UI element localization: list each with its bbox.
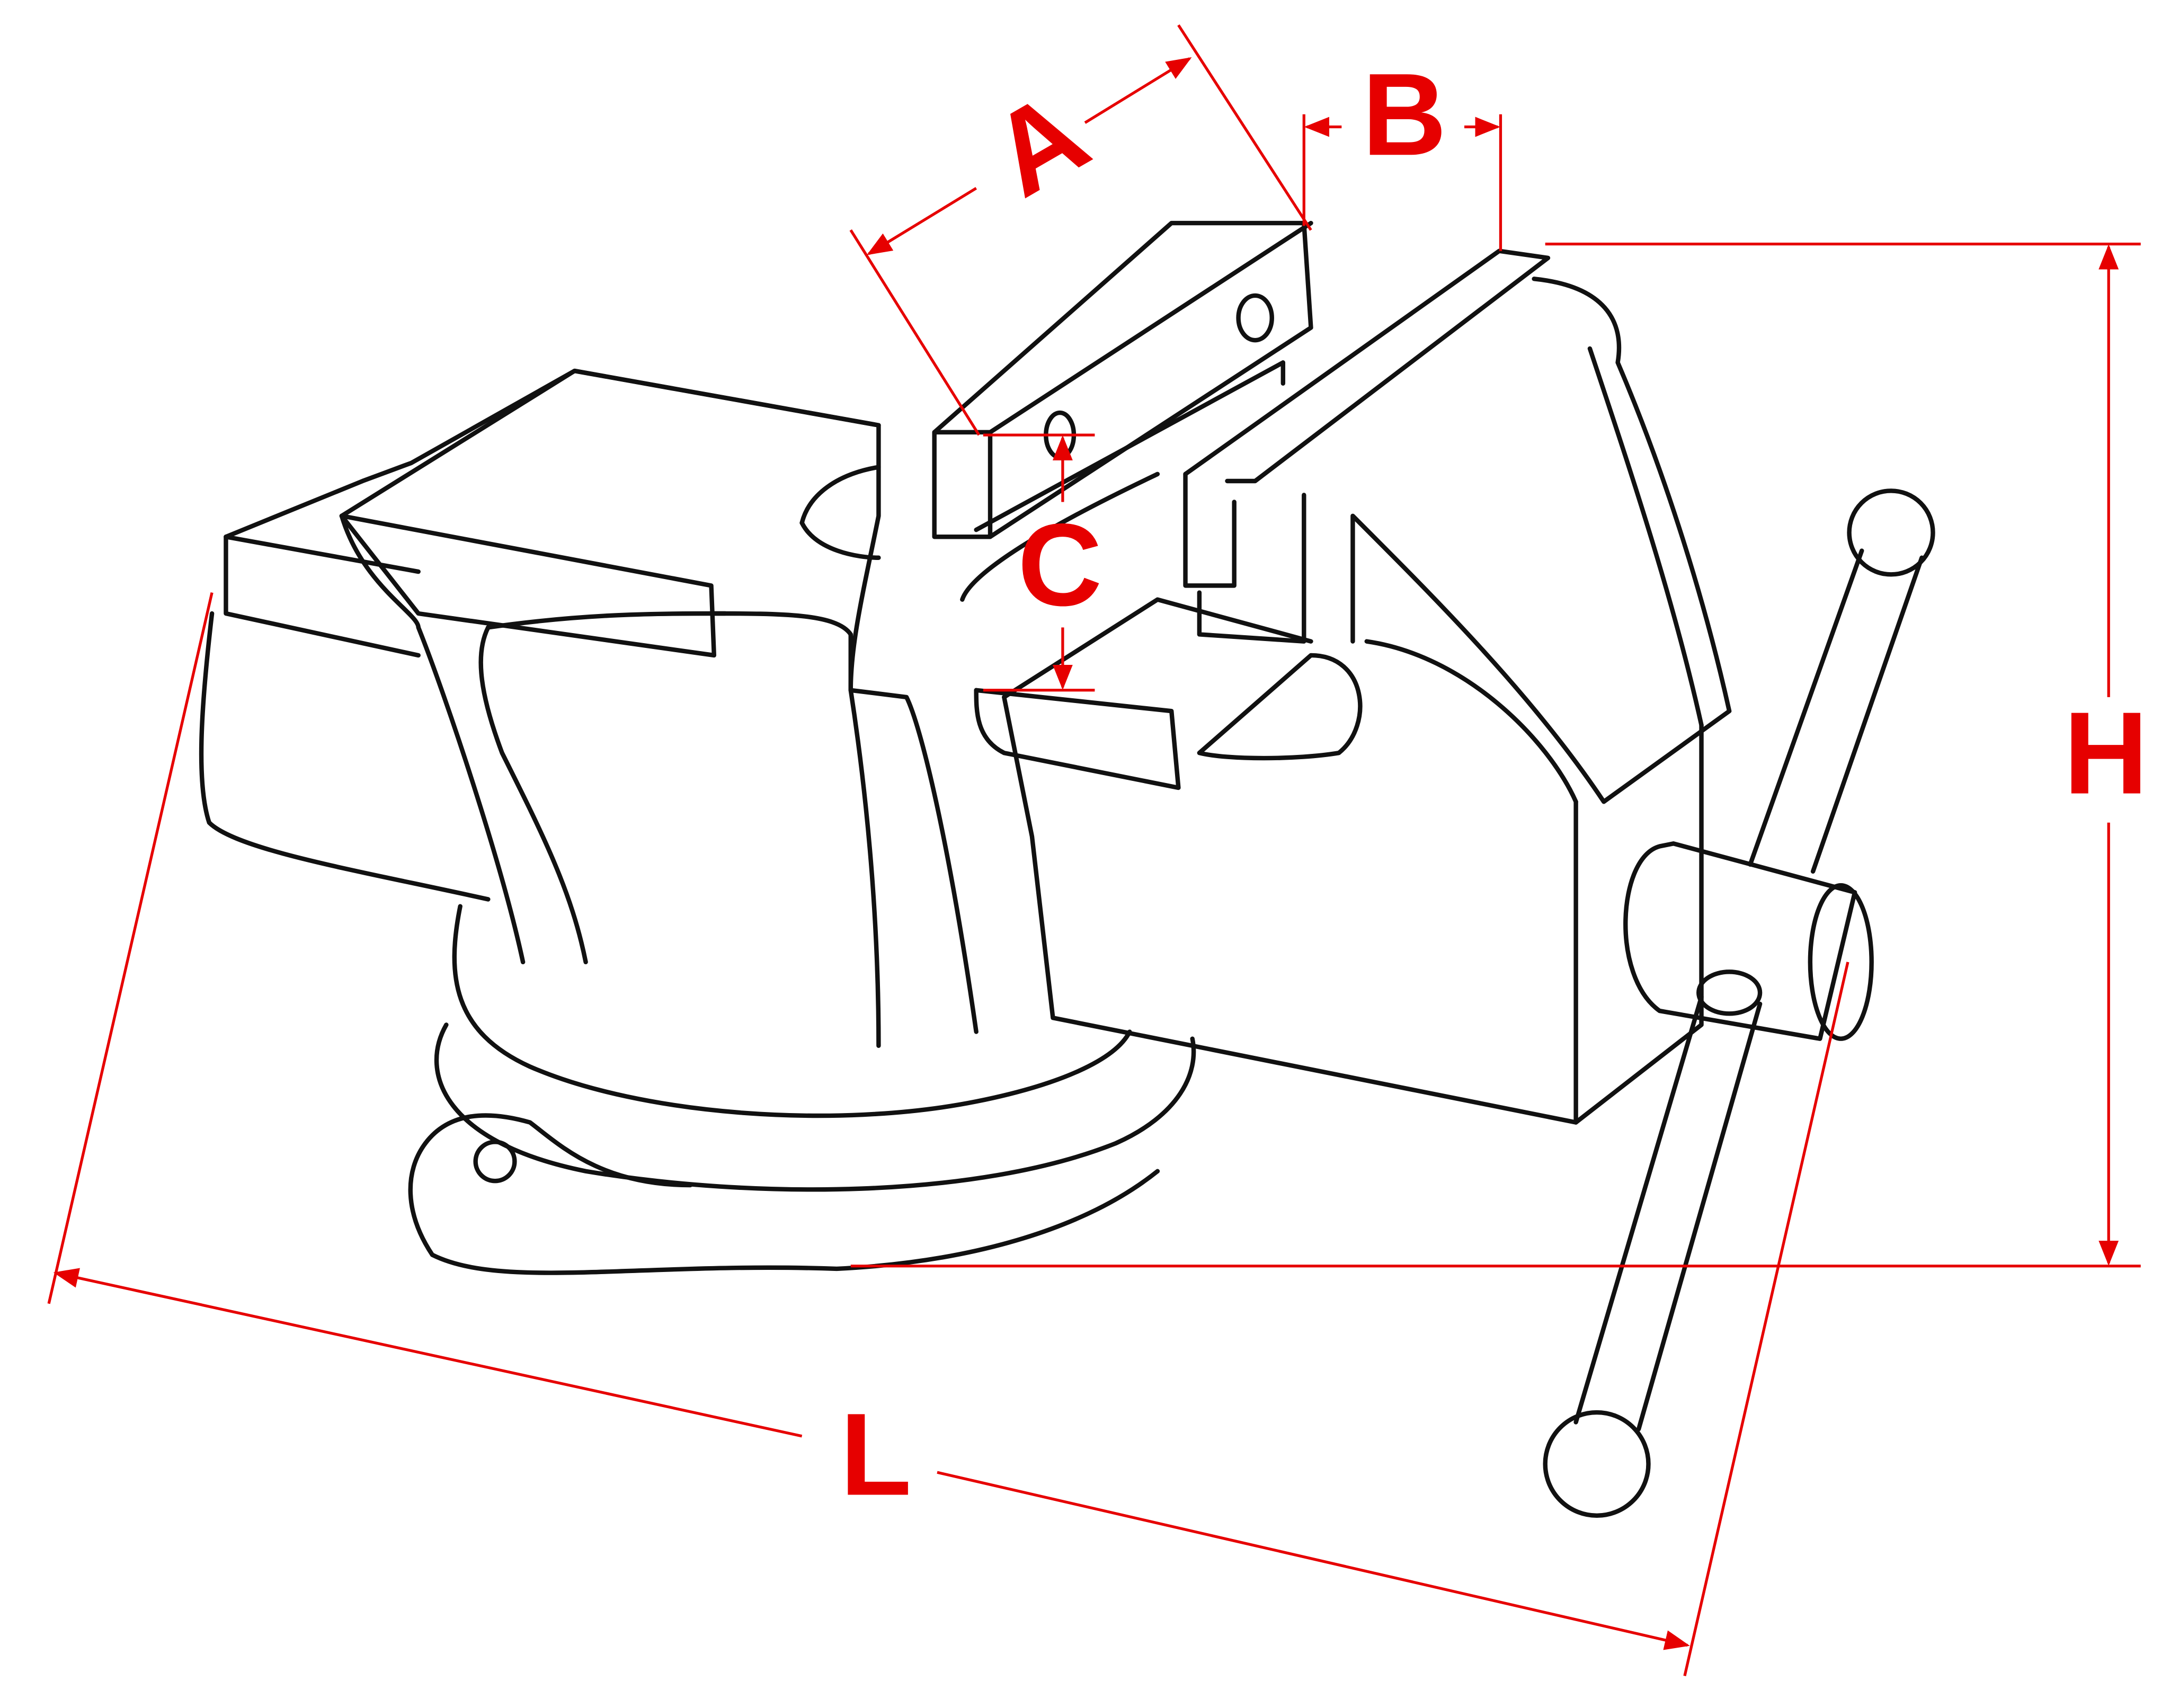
dimension-labels: A B C H L [840, 49, 2148, 1519]
dimension-lines [47, 24, 2141, 1677]
label-b: B [1362, 49, 1447, 180]
label-h: H [2064, 688, 2148, 819]
label-l: L [840, 1389, 912, 1520]
vise-drawing [199, 220, 1935, 1518]
label-a: A [970, 66, 1108, 221]
label-c: C [1018, 499, 1102, 630]
